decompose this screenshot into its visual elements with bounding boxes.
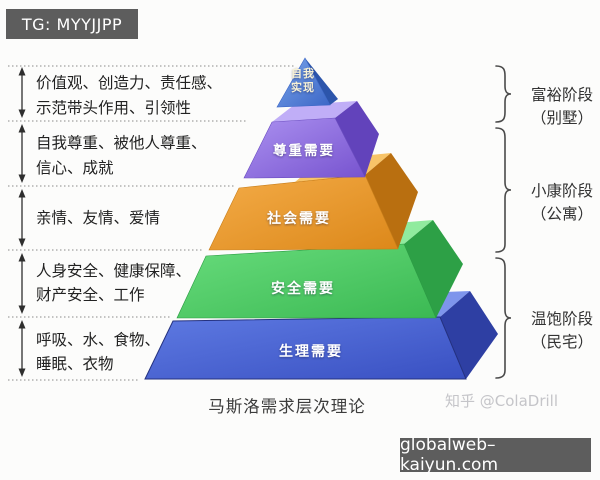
stage-housing: （民宅） xyxy=(530,333,593,351)
needs-note-physiological: 呼吸、水、食物、 睡眠、衣物 xyxy=(36,328,160,376)
level-5-front xyxy=(144,316,467,380)
website-badge: globalweb–kaiyun.com xyxy=(400,435,591,475)
stage-label-comfortable: 小康阶段 （公寓） xyxy=(521,180,600,226)
level-label-physiological: 生理需要 xyxy=(279,344,343,360)
note-line: 示范带头作用、引领性 xyxy=(36,99,192,117)
range-arrow-4 xyxy=(18,253,26,314)
note-line: 亲情、友情、爱情 xyxy=(36,209,161,227)
note-line: 呼吸、水、食物、 xyxy=(36,331,161,349)
range-arrow-1 xyxy=(18,67,26,118)
telegram-badge-text: TG: MYYJJPP xyxy=(21,14,123,34)
pyramid xyxy=(144,57,498,380)
stage-braces xyxy=(495,65,512,379)
level-2-side xyxy=(335,101,379,177)
level-5-side xyxy=(440,291,498,379)
pyramid-level-1-self-actualization xyxy=(276,57,338,108)
level-3-front xyxy=(208,174,399,251)
stage-brace-2 xyxy=(495,127,512,253)
stage-housing: （别墅） xyxy=(530,109,593,127)
level-label-esteem: 尊重需要 xyxy=(273,143,335,159)
level-label-self-actualization: 自我 实现 xyxy=(291,67,315,95)
range-arrow-2 xyxy=(18,124,26,183)
stage-label-wealthy: 富裕阶段 （别墅） xyxy=(521,84,600,130)
range-arrow-3 xyxy=(18,189,26,247)
needs-note-self-actualization: 价值观、创造力、责任感、 示范带头作用、引领性 xyxy=(36,71,222,121)
website-badge-text: globalweb–kaiyun.com xyxy=(400,435,499,475)
range-arrow-5 xyxy=(18,320,26,377)
diagram-title: 马斯洛需求层次理论 xyxy=(208,397,366,416)
level-4-side xyxy=(404,220,463,318)
level-2-front xyxy=(243,117,366,179)
level-label-line: 实现 xyxy=(291,81,315,94)
stage-housing: （公寓） xyxy=(530,205,593,223)
stage-name: 小康阶段 xyxy=(530,182,593,200)
dotted-separators xyxy=(8,65,296,381)
needs-note-safety: 人身安全、健康保障、 财产安全、工作 xyxy=(36,259,191,307)
stage-label-subsistence: 温饱阶段 （民宅） xyxy=(521,308,600,354)
stage-brace-1 xyxy=(495,65,512,123)
note-line: 自我尊重、被他人尊重、 xyxy=(36,134,207,152)
pyramid-level-2-esteem xyxy=(243,101,379,179)
needs-note-social: 亲情、友情、爱情 xyxy=(36,206,160,231)
level-label-line: 自我 xyxy=(291,67,315,80)
attribution-watermark: 知乎 @ColaDrill xyxy=(445,392,558,410)
level-3-side xyxy=(365,153,418,249)
level-label-social: 社会需要 xyxy=(267,211,331,227)
stage-name: 温饱阶段 xyxy=(530,310,593,328)
range-arrows xyxy=(18,67,26,377)
note-line: 人身安全、健康保障、 xyxy=(36,262,192,280)
needs-note-esteem: 自我尊重、被他人尊重、 信心、成就 xyxy=(36,131,207,181)
stage-brace-3 xyxy=(495,257,512,379)
note-line: 价值观、创造力、责任感、 xyxy=(36,74,223,92)
note-line: 信心、成就 xyxy=(36,159,114,177)
note-line: 财产安全、工作 xyxy=(36,286,145,304)
note-line: 睡眠、衣物 xyxy=(36,355,114,373)
level-label-safety: 安全需要 xyxy=(271,281,335,297)
stage-name: 富裕阶段 xyxy=(530,86,593,104)
telegram-badge: TG: MYYJJPP xyxy=(6,9,138,39)
level-1-front xyxy=(276,57,331,108)
level-1-side xyxy=(305,58,338,105)
